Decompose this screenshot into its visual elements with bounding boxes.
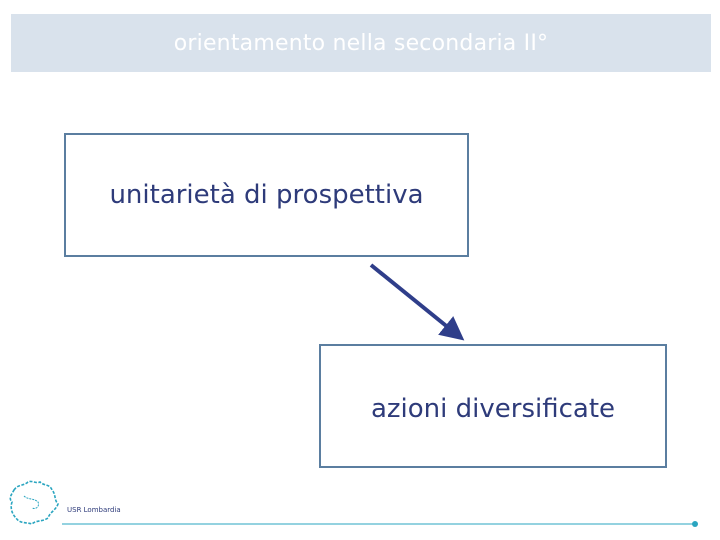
title-bar: orientamento nella secondaria II° — [11, 14, 711, 72]
footer-label: USR Lombardia — [67, 506, 121, 514]
slide-title: orientamento nella secondaria II° — [173, 30, 549, 56]
footer-divider — [62, 521, 698, 527]
box-azioni: azioni diversificate — [319, 344, 667, 468]
footer-dot-icon — [692, 521, 698, 527]
arrow-line — [369, 263, 465, 341]
box-label-azioni: azioni diversificate — [370, 394, 616, 424]
lombardia-map-icon — [9, 480, 59, 525]
box-unitarieta: unitarietà di prospettiva — [64, 133, 469, 257]
box-label-unitarieta: unitarietà di prospettiva — [109, 180, 424, 210]
